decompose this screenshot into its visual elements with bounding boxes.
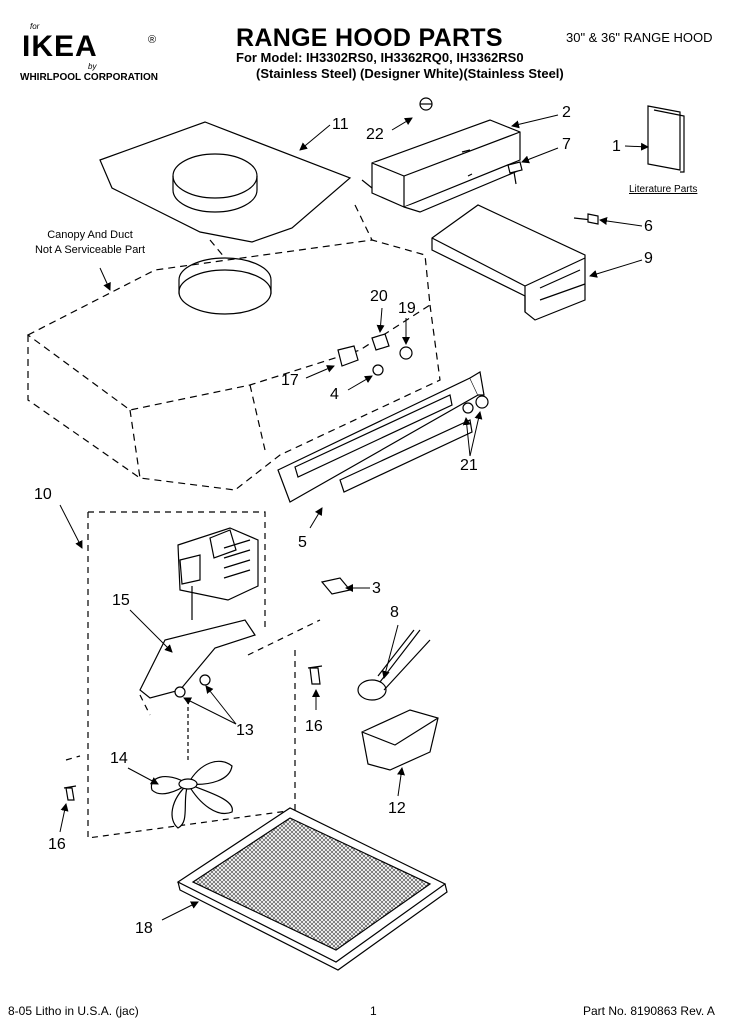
callout-13: 13: [236, 722, 254, 739]
callout-17: 17: [281, 372, 299, 389]
canopy-note-line1: Canopy And Duct: [47, 229, 133, 241]
part-1-literature: [647, 105, 685, 173]
callout-19: 19: [398, 300, 416, 317]
part-13-nuts: [174, 674, 211, 698]
callout-22: 22: [366, 126, 384, 143]
part-12-lamp-cover: [361, 709, 439, 771]
callout-14: 14: [110, 750, 128, 767]
callout-12: 12: [388, 800, 406, 817]
part-14-fan-blade: [150, 760, 233, 829]
part-18-filter: [176, 807, 448, 971]
logo-for-text: for: [30, 22, 40, 31]
range-hood-size-label: 30" & 36" RANGE HOOD: [566, 30, 713, 45]
canopy-note: Canopy And Duct Not A Serviceable Part: [20, 228, 160, 258]
logo-by-text: by: [88, 62, 97, 71]
motor: [177, 527, 259, 620]
callout-15: 15: [112, 592, 130, 609]
page-title: RANGE HOOD PARTS: [236, 24, 503, 52]
canopy-outline: [26, 204, 441, 491]
part-8-socket: [357, 629, 431, 701]
callout-5: 5: [298, 534, 307, 551]
ikea-logo: IKEA: [22, 30, 98, 63]
callout-11: 11: [332, 116, 349, 133]
part-5-control-panel: [277, 371, 485, 503]
part-4-nut: [372, 364, 384, 376]
part-16-screw-left: [63, 785, 77, 801]
callout-1: 1: [612, 138, 621, 155]
whirlpool-corporation-text: WHIRLPOOL CORPORATION: [20, 72, 158, 83]
callout-21: 21: [460, 457, 478, 474]
page-number: 1: [370, 1004, 377, 1018]
callout-16-right: 16: [305, 718, 323, 735]
callout-7: 7: [562, 136, 571, 153]
part-3-lens: [320, 577, 352, 595]
part-6-screw: [573, 213, 599, 225]
part-7-screw: [507, 161, 523, 185]
callout-9: 9: [644, 250, 653, 267]
blower-box-outline: [65, 511, 321, 839]
callout-2: 2: [562, 104, 571, 121]
callout-10: 10: [34, 486, 52, 503]
callout-16-left: 16: [48, 836, 66, 853]
part-number: Part No. 8190863 Rev. A: [583, 1004, 715, 1018]
callout-20: 20: [370, 288, 388, 305]
part-21-knobs: [462, 395, 489, 414]
part-15-bracket: [139, 619, 256, 699]
part-9-channel: [431, 204, 586, 321]
canopy-note-line2: Not A Serviceable Part: [34, 244, 146, 256]
literature-parts-label: Literature Parts: [629, 184, 698, 195]
model-finishes: (Stainless Steel) (Designer White)(Stain…: [256, 66, 564, 81]
part-16-screw-right: [307, 665, 323, 685]
part-17-knob-block: [337, 345, 359, 367]
callout-arrows: [59, 114, 649, 921]
callout-8: 8: [390, 604, 399, 621]
part-2-damper-box: [361, 119, 521, 213]
canopy-duct-ring: [178, 257, 272, 315]
registered-mark: ®: [148, 34, 157, 46]
litho-note: 8-05 Litho in U.S.A. (jac): [8, 1004, 139, 1018]
callout-4: 4: [330, 386, 339, 403]
callout-3: 3: [372, 580, 381, 597]
part-19-nut: [399, 346, 413, 360]
part-11-duct-plate: [99, 121, 352, 243]
callout-6: 6: [644, 218, 653, 235]
part-20-switch: [371, 333, 390, 351]
callout-18: 18: [135, 920, 153, 937]
model-numbers: For Model: IH3302RS0, IH3362RQ0, IH3362R…: [236, 50, 524, 65]
